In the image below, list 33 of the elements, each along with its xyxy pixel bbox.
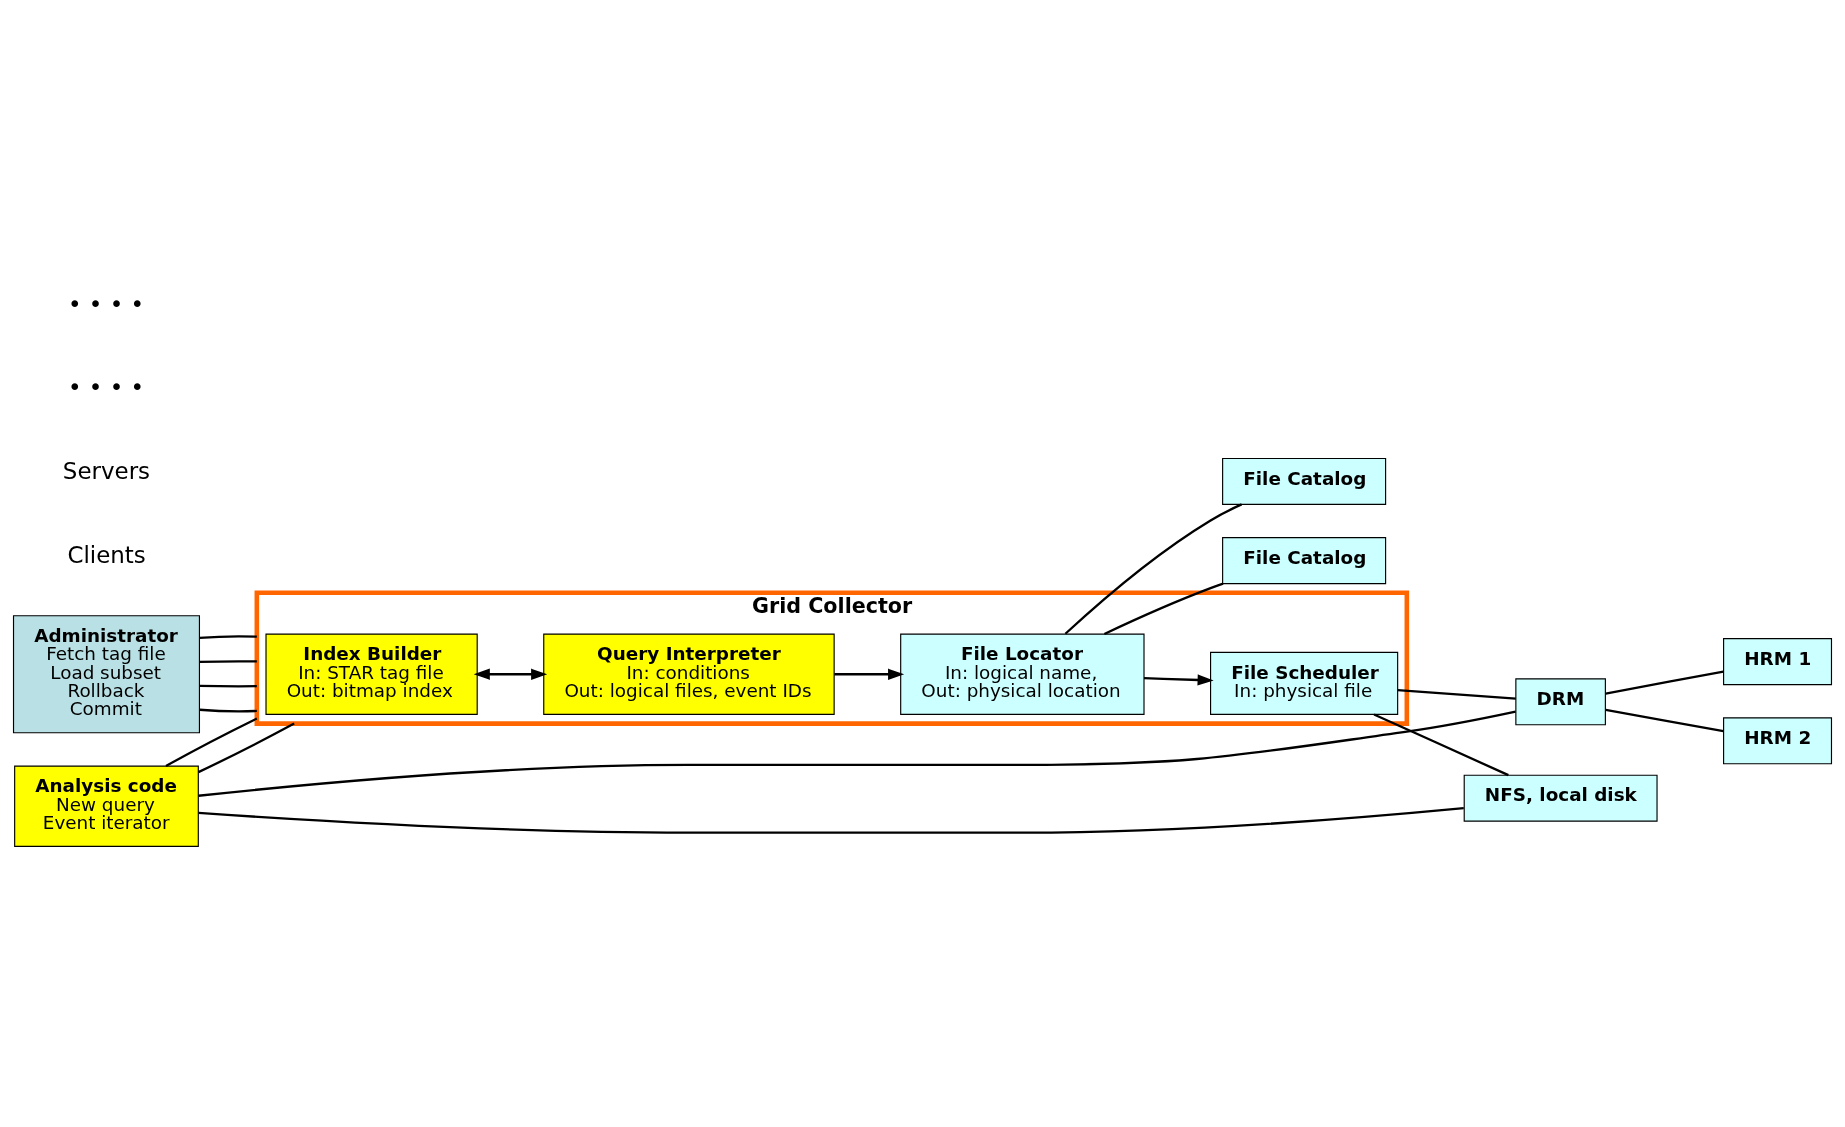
node-box: File Catalog (1222, 457, 1387, 505)
node-box: File Scheduler In: physical file (1210, 651, 1399, 715)
connector (165, 717, 258, 767)
node-box: HRM 2 (1723, 717, 1833, 765)
node-box: HRM 1 (1723, 638, 1833, 686)
label: Servers (62, 458, 151, 485)
node-box: Administrator Fetch tag file Load subset Rollback Commit (12, 615, 201, 734)
connector (199, 684, 257, 688)
node-box: File Locator In: logical name, Out: physical location (900, 633, 1145, 715)
label: Clients (67, 541, 146, 568)
connector (199, 635, 257, 640)
connector (198, 806, 1464, 834)
label: • • • • (68, 374, 145, 401)
node-box: File Catalog (1222, 537, 1387, 585)
node-box: DRM (1515, 678, 1606, 726)
connector (199, 660, 257, 663)
connector (1605, 708, 1724, 733)
node-box: Index Builder In: STAR tag file Out: bitmap index (265, 633, 478, 715)
arrow (473, 668, 548, 680)
connector (1397, 688, 1516, 700)
connector (1605, 670, 1724, 695)
node-box: Query Interpreter In: conditions Out: logical files, event IDs (543, 633, 835, 715)
node-box: NFS, local disk (1463, 774, 1658, 822)
arrow (834, 668, 905, 680)
label: • • • • (68, 290, 145, 317)
connector (1064, 503, 1243, 635)
connector (197, 722, 295, 774)
arrow (1144, 674, 1214, 686)
connector (1373, 713, 1509, 777)
node-box: Analysis code New query Event iterator (14, 765, 199, 847)
connector (1103, 582, 1224, 636)
connector (199, 708, 257, 713)
connector (198, 710, 1516, 797)
